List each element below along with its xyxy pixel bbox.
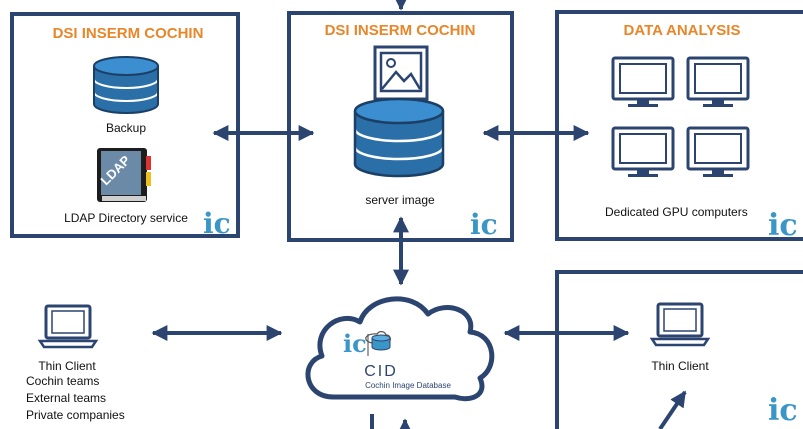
center-box-logo: ic (470, 208, 498, 241)
cloud-database-icon (365, 331, 391, 351)
monitor-icon (686, 126, 750, 177)
image-icon (373, 45, 429, 101)
laptop-icon (649, 302, 711, 347)
ldap-label: LDAP Directory service (64, 211, 188, 225)
left-box-title: DSI INSERM COCHIN (53, 25, 204, 42)
left-box: DSI INSERM COCHIN Backup LDAP LDAP Direc… (10, 12, 240, 240)
right-box-title: DATA ANALYSIS (624, 22, 741, 39)
right-box-frame (555, 10, 803, 241)
left-thin-client: Thin Client Cochin teams External teams … (26, 304, 125, 422)
diagonal-arrow (658, 390, 687, 429)
left-client-line: Private companies (26, 408, 125, 422)
right-box-logo: ic (768, 208, 798, 243)
cloud-title: CID (364, 363, 398, 380)
gpu-label: Dedicated GPU computers (605, 205, 748, 219)
right-client-label: Thin Client (651, 359, 709, 373)
left-client-line: Cochin teams (26, 374, 99, 388)
backup-database-icon (93, 56, 159, 114)
left-client-label: Thin Client (38, 359, 96, 373)
center-box: DSI INSERM COCHIN server image ic (287, 11, 514, 242)
ldap-book-icon: LDAP (97, 148, 151, 202)
cloud-subtitle: Cochin Image Database (365, 381, 451, 390)
left-box-logo: ic (203, 207, 231, 240)
bottom-right-box-logo: ic (768, 393, 798, 428)
right-thin-client: Thin Client (649, 302, 711, 373)
monitor-icon (611, 56, 675, 107)
server-database-icon (353, 97, 445, 178)
right-box: DATA ANALYSIS Dedicated GPU computers (555, 10, 803, 243)
bottom-right-box-frame (555, 270, 803, 429)
cloud-logo: ic (343, 329, 367, 358)
bottom-right-box: ic (555, 270, 803, 429)
connectors (151, 0, 687, 429)
cloud-icon (305, 296, 495, 402)
laptop-icon (37, 304, 99, 349)
backup-label: Backup (106, 121, 146, 135)
left-client-line: External teams (26, 391, 106, 405)
monitor-icon (611, 126, 675, 177)
monitor-icon (686, 56, 750, 107)
server-image-label: server image (365, 193, 435, 207)
center-box-title: DSI INSERM COCHIN (325, 22, 476, 39)
cid-cloud: ic CID Cochin Image Database (305, 296, 495, 402)
